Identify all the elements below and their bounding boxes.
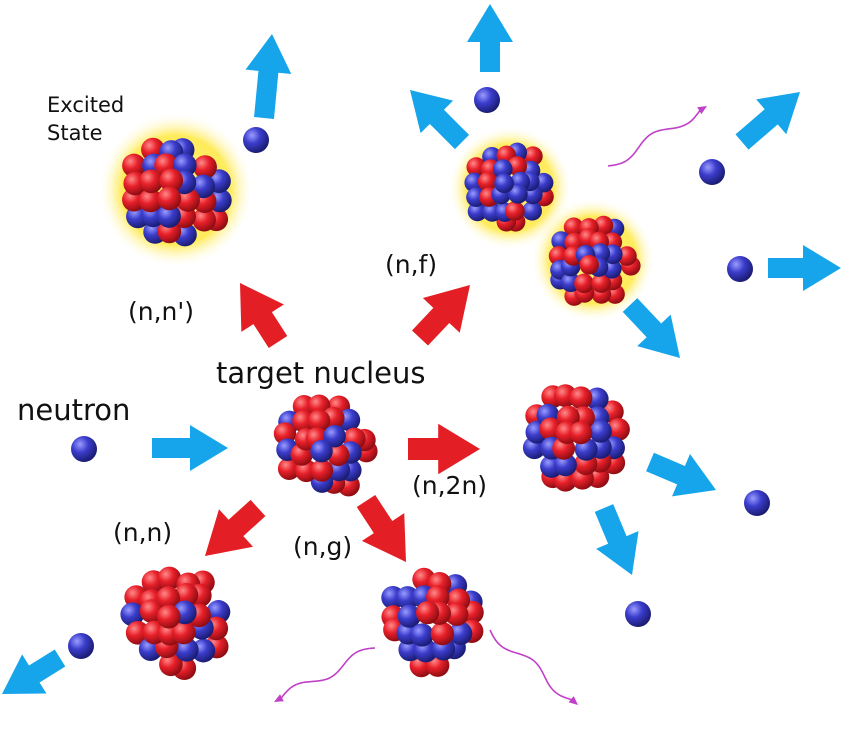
proton	[415, 600, 440, 625]
neutron-particle	[191, 174, 216, 199]
proton	[193, 155, 217, 179]
target-nucleus	[273, 394, 378, 497]
proton	[139, 169, 163, 194]
n2n-neutron-down-arrow	[594, 504, 639, 575]
proton	[292, 409, 315, 433]
neutron-particle	[157, 204, 181, 228]
neutron-label: neutron	[17, 393, 131, 427]
proton	[138, 188, 163, 213]
neutron-particle	[508, 184, 528, 204]
elastic-channel-arrow	[205, 499, 266, 556]
fission-neutron-top	[474, 87, 500, 113]
proton	[125, 620, 150, 645]
proton	[307, 409, 331, 433]
elastic-neutron-arrow	[2, 649, 66, 694]
proton	[430, 622, 454, 646]
neutron-particle	[467, 201, 488, 222]
proton	[156, 604, 181, 629]
inelastic-neutron	[243, 127, 269, 153]
fission-neutron-right-arrow	[768, 245, 841, 291]
inelastic-neutron-arrow	[245, 34, 292, 119]
proton	[171, 620, 196, 645]
n2n-neutron-1	[744, 490, 770, 516]
reaction-capture-label: (n,g)	[293, 532, 353, 561]
fission-neutron-upright-arrow	[735, 92, 800, 150]
fission-fragment-downright-arrow	[622, 298, 680, 358]
capture-gamma-ray-left	[280, 647, 376, 699]
excited-state-line1: Excited	[47, 93, 125, 117]
proton	[157, 186, 182, 211]
proton	[569, 386, 593, 410]
capture-channel-arrow	[356, 494, 406, 562]
proton	[159, 652, 183, 677]
fission-gamma-ray	[607, 109, 701, 167]
fission-fragment-upleft-arrow	[410, 90, 470, 150]
capture-gamma-ray-left-head	[274, 694, 284, 702]
proton	[563, 217, 584, 238]
fission-gamma-ray-head	[697, 106, 707, 115]
capture-gamma-ray-right-head	[568, 696, 578, 705]
fission-neutron-right	[699, 159, 725, 185]
proton	[157, 566, 182, 591]
proton	[310, 459, 334, 482]
neutron-particle	[585, 387, 609, 411]
proton	[593, 215, 614, 236]
proton	[159, 168, 184, 193]
inelastic-channel-arrow	[240, 283, 288, 348]
neutron-particle	[120, 602, 145, 627]
reaction-elastic-label: (n,n)	[113, 518, 173, 547]
neutron-particle	[323, 424, 346, 448]
n2n-residual-nucleus	[522, 384, 630, 492]
neutron-particle	[310, 439, 333, 463]
elastic-nucleus	[120, 566, 231, 681]
proton	[445, 602, 469, 627]
reaction-n2n-label: (n,2n)	[412, 471, 488, 500]
reaction-fission-label: (n,f)	[385, 250, 438, 279]
fission-fragment-2	[548, 215, 641, 306]
proton	[505, 201, 525, 221]
excited-state-line2: State	[47, 121, 103, 145]
proton	[569, 421, 593, 445]
incident-neutron-arrow	[152, 425, 228, 471]
fission-fragment-1	[464, 142, 554, 232]
incident-neutron	[71, 436, 97, 462]
proton	[607, 417, 630, 441]
excited-state-label: Excited State	[47, 91, 124, 147]
target-nucleus-label: target nucleus	[216, 356, 426, 390]
proton	[192, 207, 216, 232]
neutron-particle	[589, 419, 612, 443]
capture-nucleus	[381, 567, 484, 678]
elastic-neutron	[68, 633, 94, 659]
neutron-particle	[493, 159, 513, 179]
n2n-channel-arrow	[408, 423, 480, 475]
proton	[523, 146, 543, 166]
proton	[579, 255, 599, 275]
proton	[176, 188, 200, 212]
n2n-neutron-2	[625, 601, 651, 627]
neutron-particle	[172, 153, 197, 178]
n2n-neutron-right-arrow	[646, 452, 716, 497]
fission-neutron-mid	[727, 256, 753, 282]
reaction-inelastic-label: (n,n')	[128, 297, 195, 326]
proton	[591, 273, 611, 293]
neutron-particle	[554, 453, 577, 477]
proton	[122, 153, 146, 178]
proton	[156, 586, 180, 610]
capture-gamma-ray-right	[489, 629, 573, 701]
neutron-particle	[449, 621, 473, 646]
fission-neutron-up-arrow	[467, 4, 513, 72]
proton	[477, 171, 498, 192]
neutron-particle	[397, 604, 421, 628]
fission-channel-arrow	[411, 285, 470, 346]
excited-nucleus	[122, 137, 232, 247]
neutron-particle	[410, 623, 434, 647]
neutron-particle	[522, 201, 542, 221]
proton	[574, 273, 594, 294]
proton	[174, 583, 199, 607]
neutron-particle	[494, 173, 514, 194]
